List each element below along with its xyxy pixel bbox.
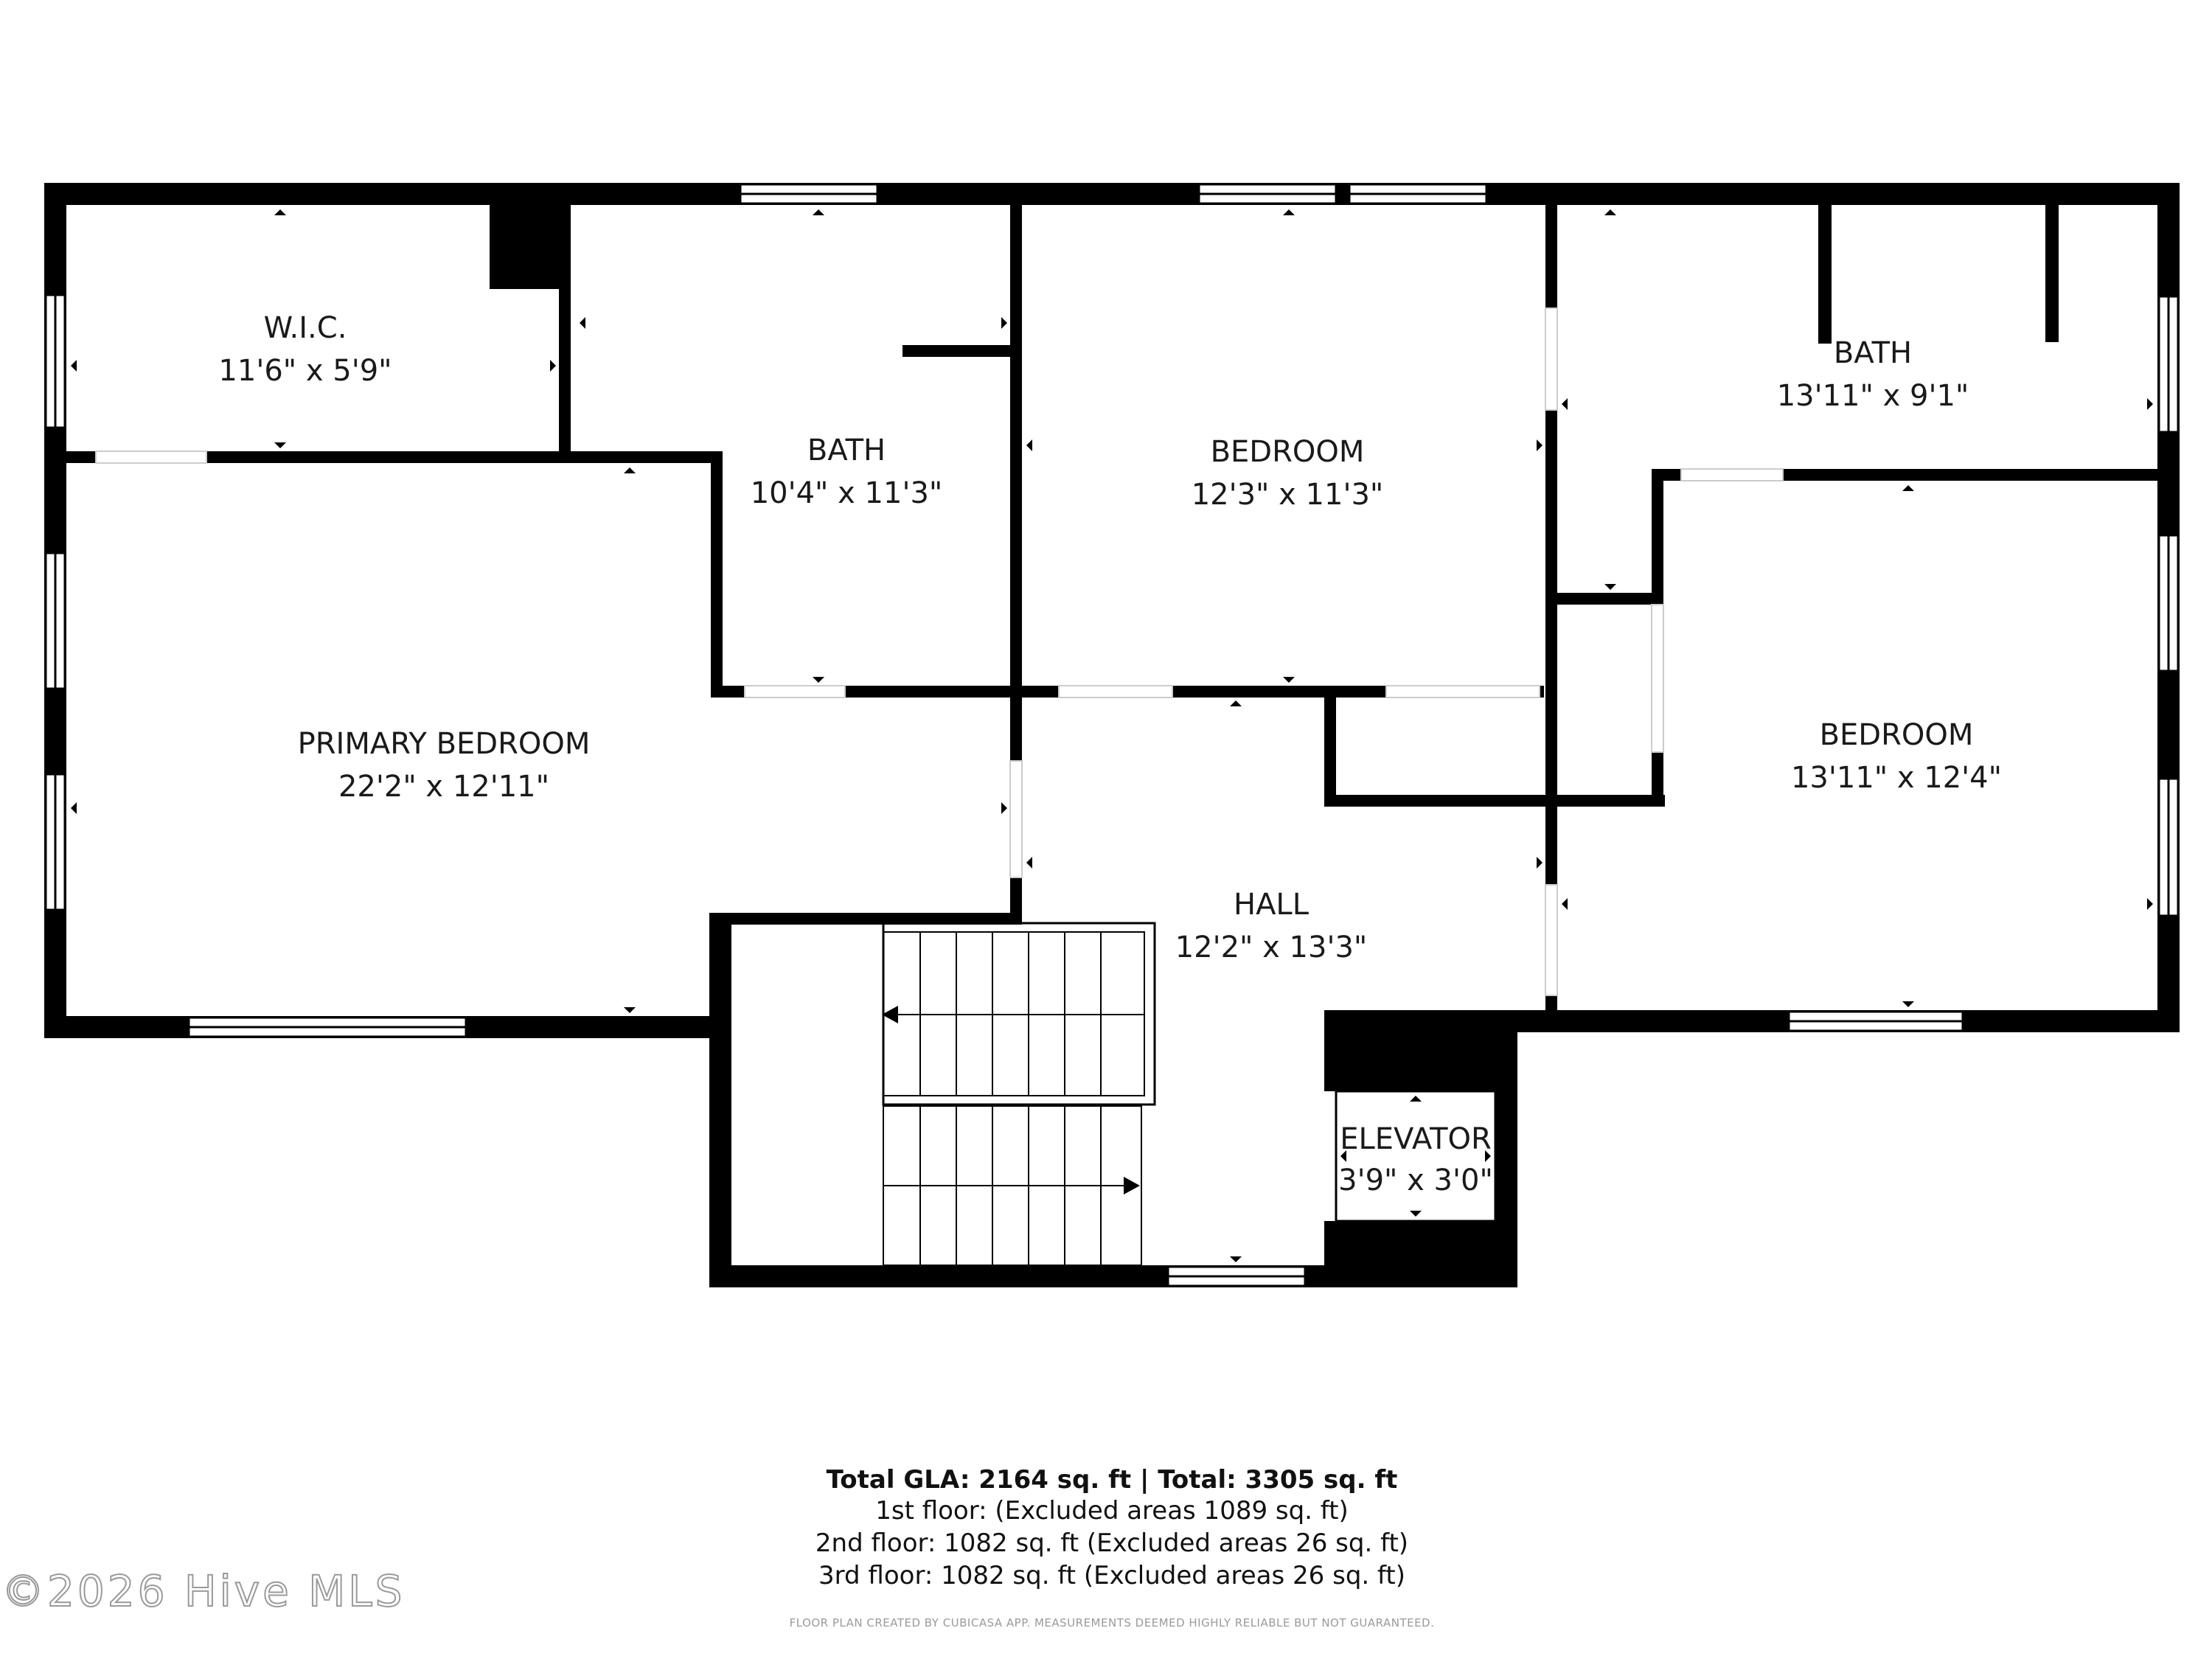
dimension-ticks (71, 209, 2153, 1262)
room-name-bedroom-2: BEDROOM (1820, 718, 1974, 752)
stair-arrows (882, 1006, 1140, 1194)
room-name-elevator: ELEVATOR (1340, 1122, 1492, 1156)
room-dim-bath-1: 10'4" x 11'3" (751, 476, 943, 510)
footer-floor-1: 1st floor: (Excluded areas 1089 sq. ft) (875, 1496, 1349, 1526)
room-dim-hall: 12'2" x 13'3" (1175, 931, 1368, 964)
room-dim-wic: 11'6" x 5'9" (218, 354, 392, 388)
windows (44, 183, 2180, 1287)
room-name-bath-1: BATH (807, 434, 886, 467)
room-dim-bedroom-2: 13'11" x 12'4" (1791, 761, 2002, 795)
footer-floor-3: 3rd floor: 1082 sq. ft (Excluded areas 2… (818, 1561, 1405, 1590)
room-dim-bedroom-1: 12'3" x 11'3" (1192, 478, 1384, 512)
room-name-bedroom-1: BEDROOM (1211, 435, 1365, 469)
elevator-shaft (1335, 1090, 1497, 1222)
watermark-hive-mls: ©2026 Hive MLS (1, 1566, 405, 1616)
footer-floor-2: 2nd floor: 1082 sq. ft (Excluded areas 2… (815, 1528, 1408, 1558)
footer-totals: Total GLA: 2164 sq. ft | Total: 3305 sq.… (827, 1465, 1398, 1495)
door-openings (95, 307, 1784, 996)
room-name-primary-bedroom: PRIMARY BEDROOM (298, 727, 591, 761)
room-name-bath-2: BATH (1834, 336, 1912, 370)
footer-disclaimer: FLOOR PLAN CREATED BY CUBICASA APP. MEAS… (790, 1616, 1435, 1630)
room-dim-bath-2: 13'11" x 9'1" (1777, 379, 1969, 413)
room-dim-elevator: 3'9" x 3'0" (1338, 1164, 1493, 1197)
room-name-wic: W.I.C. (264, 311, 347, 345)
interior-walls (66, 205, 2157, 1018)
stairs (882, 922, 1156, 1266)
room-dim-primary-bedroom: 22'2" x 12'11" (338, 770, 549, 804)
room-name-hall: HALL (1234, 888, 1310, 922)
